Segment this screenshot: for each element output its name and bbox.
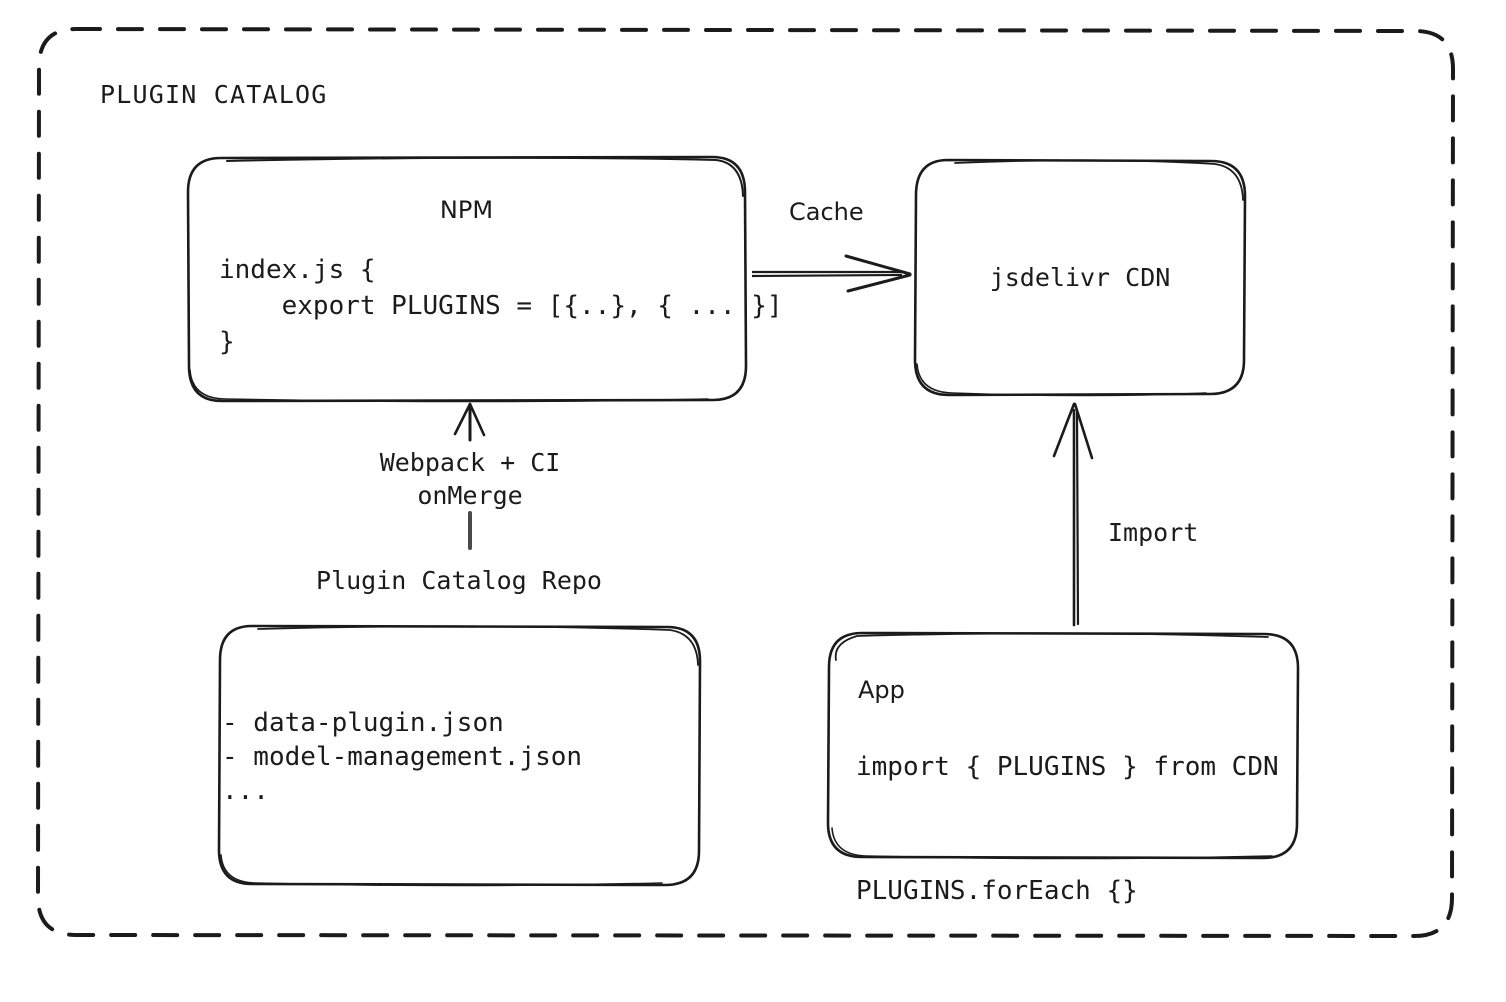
group-title: PLUGIN CATALOG — [100, 80, 328, 109]
arrow-app-to-cdn — [1052, 402, 1094, 627]
repo-node-items: - data-plugin.json - model-management.js… — [222, 708, 583, 806]
edge-label-import: Import — [1108, 518, 1199, 547]
edge-label-webpack-ci: Webpack + CI onMerge — [379, 448, 561, 510]
repo-node-caption: Plugin Catalog Repo — [316, 566, 602, 595]
app-node-title: App — [858, 676, 905, 704]
app-node-code: import { PLUGINS } from CDN PLUGINS.forE… — [856, 752, 1279, 906]
cdn-node-title: jsdelivr CDN — [989, 263, 1171, 292]
npm-node-title: NPM — [439, 196, 494, 224]
edge-label-cache: Cache — [789, 198, 864, 226]
npm-node-code: index.js { export PLUGINS = [{..}, { ...… — [219, 255, 783, 357]
